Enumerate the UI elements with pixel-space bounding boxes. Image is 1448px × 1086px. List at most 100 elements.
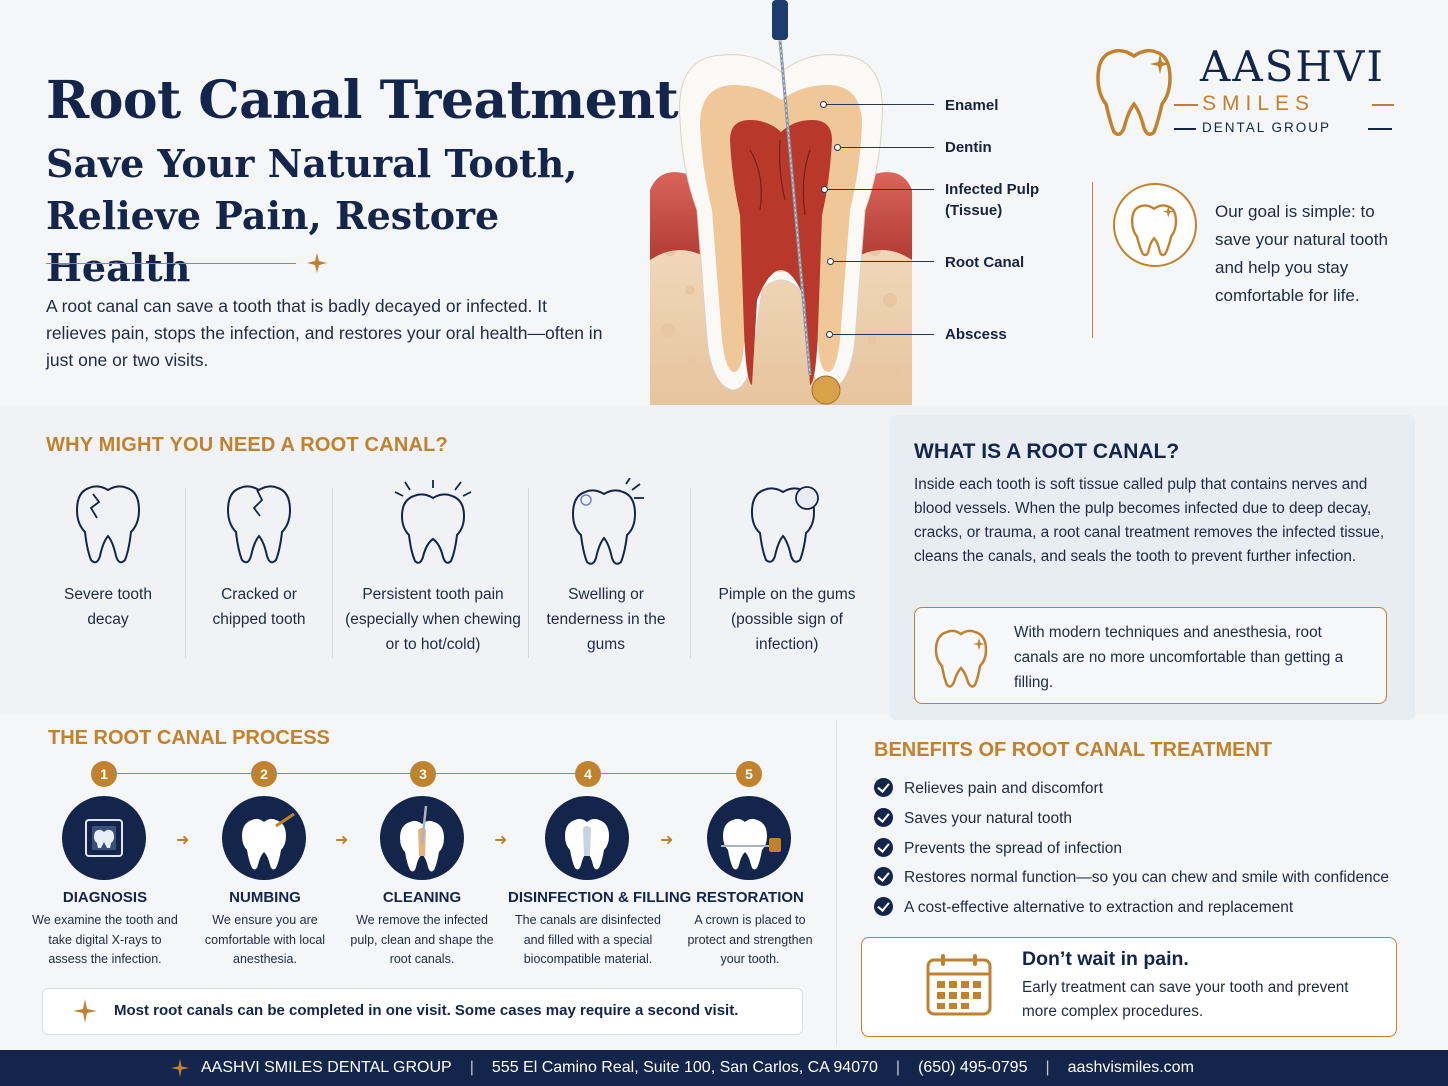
footer-info: AASHVI SMILES DENTAL GROUP | 555 El Camino…: [201, 1059, 1194, 1077]
painful-tooth-icon: [394, 480, 472, 564]
step-title-5: RESTORATION: [696, 889, 804, 906]
why-label-decay: Severe tooth decay: [64, 586, 152, 628]
abscess-leader-line: [830, 334, 934, 335]
benefit-item: Restores normal function—so you can chew…: [874, 867, 1389, 887]
step-circle-1: [62, 796, 146, 880]
cracked-tooth-icon: [226, 485, 292, 564]
why-item-cracked: Cracked or chipped tooth: [200, 478, 318, 632]
footer-separator: |: [895, 1059, 901, 1076]
sparkle-icon: [171, 1059, 189, 1077]
benefit-text: Prevents the spread of infection: [904, 840, 1122, 857]
benefits-title: BENEFITS OF ROOT CANAL TREATMENT: [874, 739, 1273, 761]
process-note-box: [42, 988, 803, 1035]
footer-address: 555 El Camino Real, Suite 100, San Carlo…: [491, 1059, 878, 1076]
step-circle-2: [222, 796, 306, 880]
benefit-text: Relieves pain and discomfort: [904, 780, 1104, 797]
what-is-title: WHAT IS A ROOT CANAL?: [914, 440, 1180, 463]
sparkle-icon: [307, 253, 327, 273]
label-infected-pulp: Infected Pulp (Tissue): [945, 181, 1040, 219]
step-number-2: 2: [251, 761, 277, 787]
check-icon: [874, 867, 893, 886]
check-icon: [874, 778, 893, 797]
cleaning-tooth-icon: [400, 805, 444, 872]
goal-divider: [1092, 182, 1093, 338]
why-separator: [690, 488, 691, 658]
step-1: DIAGNOSIS We examine the tooth and take …: [30, 889, 180, 970]
step-circle-3: [380, 796, 464, 880]
why-separator: [332, 488, 333, 658]
step-desc-2: We ensure you are comfortable with local…: [204, 913, 326, 966]
tooth-cross-section-illustration: [650, 0, 912, 405]
benefit-text: A cost-effective alternative to extracti…: [904, 899, 1294, 916]
why-label-pain: Persistent tooth pain (especially when c…: [345, 586, 521, 653]
label-root-canal: Root Canal: [945, 254, 1025, 271]
footer-practice-name: AASHVI SMILES DENTAL GROUP: [201, 1059, 452, 1076]
goal-tooth-badge: [1113, 183, 1197, 267]
step-title-1: DIAGNOSIS: [62, 889, 148, 906]
footer-separator: |: [1045, 1059, 1050, 1076]
intro-text: A root canal can save a tooth that is ba…: [46, 296, 603, 370]
what-is-callout: [914, 607, 1387, 704]
step-5: RESTORATION A crown is placed to protect…: [675, 889, 825, 970]
benefit-item: A cost-effective alternative to extracti…: [874, 897, 1293, 917]
tooth-sparkle-icon: [934, 629, 988, 688]
benefit-text: Saves your natural tooth: [904, 810, 1073, 827]
step-arrow: ➜: [494, 832, 508, 849]
benefit-item: Relieves pain and discomfort: [874, 778, 1103, 798]
step-arrow: ➜: [176, 832, 190, 849]
why-item-decay: Severe tooth decay: [48, 478, 168, 632]
logo-tooth-icon: [1096, 48, 1172, 136]
step-3: CLEANING We remove the infected pulp, cl…: [347, 889, 497, 970]
filled-tooth-icon: [565, 818, 609, 870]
process-title: THE ROOT CANAL PROCESS: [48, 727, 330, 749]
logo-rule-right: [1372, 104, 1394, 106]
why-separator: [185, 488, 186, 658]
logo-subrule-right: [1368, 128, 1392, 130]
why-label-pimple: Pimple on the gums (possible sign of inf…: [718, 586, 856, 653]
footer-website[interactable]: aashvismiles.com: [1067, 1059, 1194, 1076]
check-icon: [874, 897, 893, 916]
why-item-swelling: Swelling or tenderness in the gums: [540, 478, 672, 657]
process-note: Most root canals can be completed in one…: [114, 1002, 739, 1019]
step-number-4: 4: [575, 761, 601, 787]
step-number-1: 1: [91, 761, 117, 787]
anesthesia-tooth-icon: [242, 812, 295, 870]
step-desc-3: We remove the infected pulp, clean and s…: [350, 913, 494, 966]
xray-icon: [85, 819, 123, 857]
step-number-5: 5: [736, 761, 762, 787]
footer-phone[interactable]: (650) 495-0795: [918, 1059, 1028, 1076]
step-circle-4: [545, 796, 629, 880]
benefit-text: Restores normal function—so you can chew…: [904, 869, 1390, 886]
footer-separator: |: [469, 1059, 474, 1076]
cta-title: Don’t wait in pain.: [1022, 948, 1189, 970]
dentin-leader-line: [838, 147, 934, 148]
label-enamel: Enamel: [945, 97, 999, 114]
logo-group: DENTAL GROUP: [1202, 120, 1332, 135]
pulp-marker: [821, 186, 828, 193]
goal-text: Our goal is simple: to save your natural…: [1215, 202, 1388, 305]
sparkle-icon: [73, 999, 97, 1023]
why-section-title: WHY MIGHT YOU NEED A ROOT CANAL?: [46, 434, 448, 456]
abscess-marker: [826, 331, 833, 338]
step-title-3: CLEANING: [382, 889, 462, 906]
why-label-cracked: Cracked or chipped tooth: [212, 586, 306, 628]
page-title: Root Canal Treatment:: [46, 70, 697, 131]
step-desc-4: The canals are disinfected and filled wi…: [515, 913, 661, 966]
logo-rule-left: [1174, 104, 1198, 106]
check-icon: [874, 838, 893, 857]
tooth-icon: [1130, 204, 1178, 257]
root-canal-leader-line: [831, 261, 934, 262]
step-title-2: NUMBING: [229, 889, 301, 906]
crown-tooth-icon: [721, 818, 781, 870]
logo-smiles: SMILES: [1202, 92, 1316, 115]
gum-pimple-tooth-icon: [750, 486, 819, 563]
benefit-item: Prevents the spread of infection: [874, 838, 1122, 858]
step-arrow: ➜: [660, 832, 674, 849]
step-desc-1: We examine the tooth and take digital X-…: [32, 913, 178, 966]
why-separator: [528, 488, 529, 658]
what-is-body: Inside each tooth is soft tissue called …: [914, 476, 1385, 565]
pulp-leader-line: [825, 189, 934, 190]
logo-subrule-left: [1174, 128, 1196, 130]
step-title-4: DISINFECTION & FILLING: [508, 889, 692, 906]
section-divider: [836, 720, 837, 1045]
